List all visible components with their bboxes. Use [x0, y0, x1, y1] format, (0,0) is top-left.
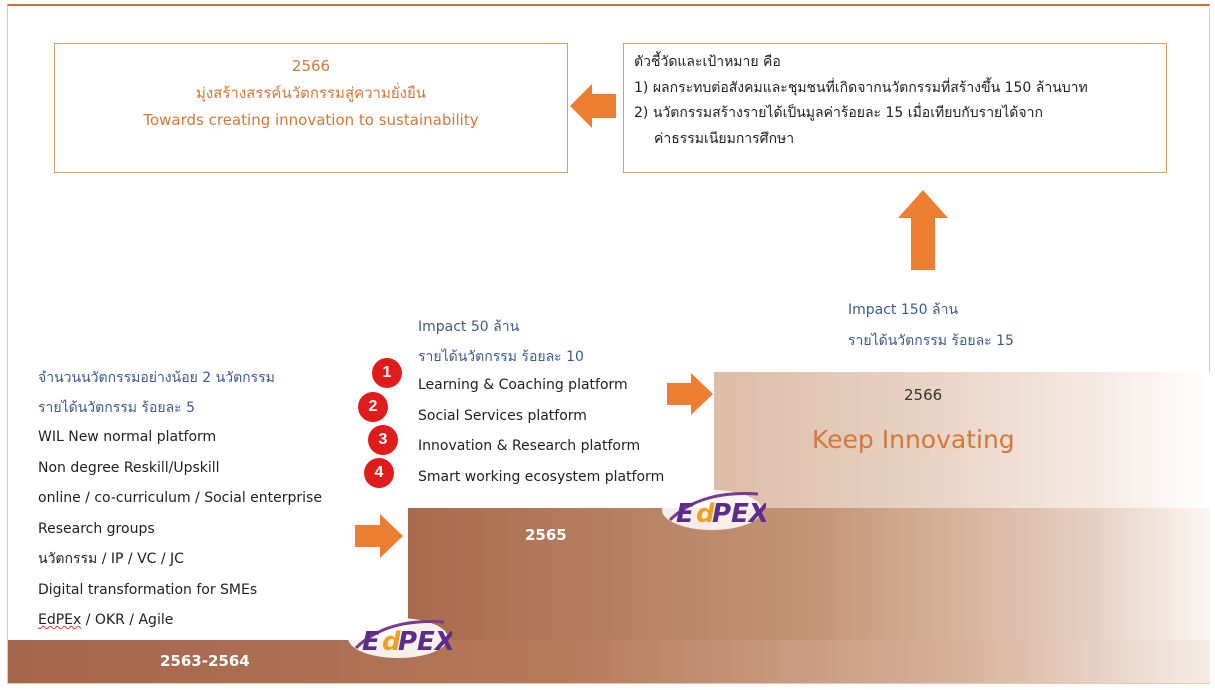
kpi-item-2-cont: ค่าธรรมเนียมการศึกษา [654, 130, 795, 147]
stage1-item: EdPEx / OKR / Agile [38, 612, 174, 628]
platform-item: Social Services platform [418, 407, 587, 424]
stage3-year: 2566 [904, 386, 943, 404]
stage1-item: นวัตกรรม / IP / VC / JC [38, 551, 184, 567]
badge-4: 4 [364, 458, 394, 488]
stage1-item: Non degree Reskill/Upskill [38, 459, 220, 476]
kpi-item-2: 2) นวัตกรรมสร้างรายได้เป็นมูลค่าร้อยละ 1… [634, 105, 1043, 121]
stage1-year: 2563-2564 [160, 652, 250, 670]
stage-2565-step: 2565 [408, 508, 1210, 640]
platform-list: Learning & Coaching platform Social Serv… [418, 370, 664, 492]
stage2-revenue: รายได้นวัตกรรม ร้อยละ 10 [418, 349, 584, 365]
platform-item: Smart working ecosystem platform [418, 468, 665, 485]
stage1-item: online / co-curriculum / Social enterpri… [38, 490, 322, 506]
svg-text:PEX: PEX [712, 499, 766, 529]
stage1-list: WIL New normal platform Non degree Reski… [38, 422, 322, 636]
platform-item: Learning & Coaching platform [418, 377, 628, 393]
stage3-revenue: รายได้นวัตกรรม ร้อยละ 15 [848, 333, 1014, 349]
kpi-title: ตัวชี้วัดและเป้าหมาย คือ [634, 54, 781, 70]
goal-thai: มุ่งสร้างสรรค์นวัตกรรมสู่ความยั่งยืน [195, 84, 427, 102]
badge-3: 3 [368, 425, 398, 455]
arrow-left-icon [570, 84, 616, 128]
arrow-right-icon [667, 373, 713, 415]
slide-frame [7, 4, 1210, 684]
stage1-target-2: รายได้นวัตกรรม ร้อยละ 5 [38, 400, 196, 416]
badge-2: 2 [358, 392, 388, 422]
svg-text:PEX: PEX [398, 627, 452, 657]
stage1-target-1: จำนวนนวัตกรรมอย่างน้อย 2 นวัตกรรม [38, 370, 275, 386]
goal-box: 2566 มุ่งสร้างสรรค์นวัตกรรมสู่ความยั่งยื… [54, 43, 568, 173]
kpi-item-1: 1) ผลกระทบต่อสังคมและชุมชนที่เกิดจากนวัต… [634, 79, 1088, 96]
svg-text:d: d [382, 627, 401, 657]
stage1-item: Research groups [38, 520, 155, 537]
goal-english: Towards creating innovation to sustainab… [143, 111, 479, 129]
arrow-up-icon [898, 190, 948, 270]
svg-text:E: E [676, 499, 694, 529]
stage3-impact: Impact 150 ล้าน [848, 302, 959, 318]
goal-year: 2566 [291, 57, 331, 75]
stage-2563-step: 2563-2564 [8, 640, 1210, 683]
stage2-impact: Impact 50 ล้าน [418, 319, 520, 335]
svg-text:E: E [362, 627, 380, 657]
stage2-year: 2565 [525, 526, 567, 544]
arrow-right-icon [355, 514, 403, 558]
platform-item: Innovation & Research platform [418, 438, 641, 454]
stage-2566-step: 2566 Keep Innovating [714, 372, 1210, 508]
svg-text:d: d [696, 499, 715, 529]
stage1-item: WIL New normal platform [38, 429, 217, 445]
stage3-slogan: Keep Innovating [812, 425, 1015, 454]
edpex-logo: E d PEX [348, 618, 452, 658]
edpex-logo: E d PEX [662, 490, 766, 530]
badge-1: 1 [372, 358, 402, 388]
kpi-box: ตัวชี้วัดและเป้าหมาย คือ 1) ผลกระทบต่อสั… [623, 43, 1167, 173]
stage1-item: Digital transformation for SMEs [38, 581, 258, 598]
